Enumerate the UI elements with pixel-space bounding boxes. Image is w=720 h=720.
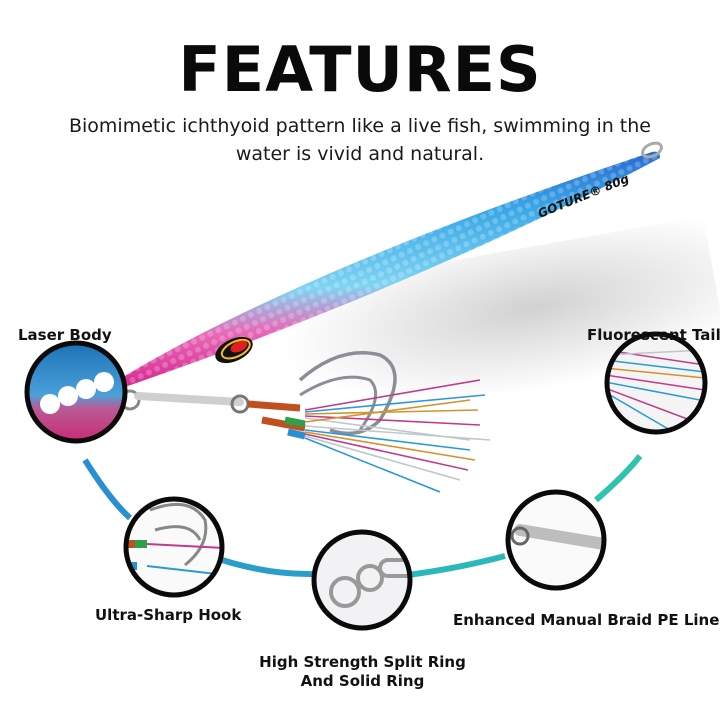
label-ultra-sharp-hook: Ultra-Sharp Hook: [95, 606, 242, 624]
lure-body: GOTURE® 80g: [118, 141, 663, 388]
label-split-ring-line-2: And Solid Ring: [300, 672, 425, 690]
connector-arcs: [82, 454, 643, 578]
feature-circle-laser-body: [24, 340, 128, 444]
label-fluorescent-tail: Fluorescent Tail: [587, 326, 720, 344]
page-title: FEATURES: [178, 33, 542, 106]
feature-circle-split-ring: [311, 529, 413, 631]
feature-circle-braid-pe-line: [505, 489, 607, 591]
label-split-ring-line-1: High Strength Split Ring: [259, 653, 466, 671]
subtitle: Biomimetic ichthyoid pattern like a live…: [40, 112, 680, 168]
feature-circle-fluorescent-tail: [604, 331, 708, 435]
hook-assembly: [119, 351, 491, 493]
label-braid-pe-line: Enhanced Manual Braid PE Line: [453, 611, 720, 629]
label-split-ring: High Strength Split Ring And Solid Ring: [240, 653, 485, 691]
subtitle-line-1: Biomimetic ichthyoid pattern like a live…: [68, 115, 651, 137]
label-laser-body: Laser Body: [18, 326, 112, 344]
feature-circle-ultra-sharp-hook: [123, 496, 225, 598]
subtitle-line-2: water is vivid and natural.: [235, 143, 485, 165]
lure-eye: [215, 336, 253, 364]
line-eye-ring: [641, 141, 663, 159]
